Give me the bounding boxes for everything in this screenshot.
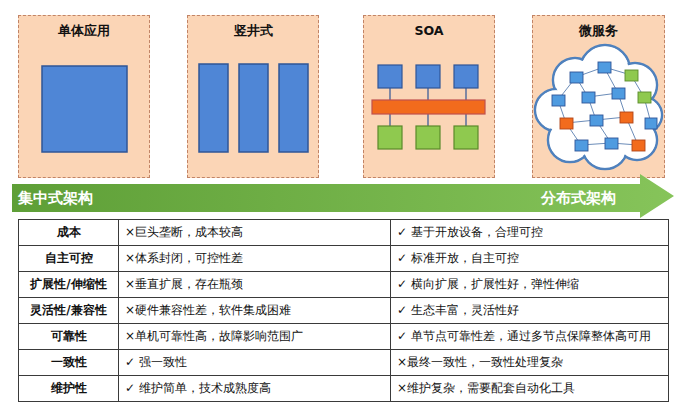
row-header: 维护性 (51, 381, 87, 395)
row-header: 成本 (57, 225, 81, 239)
table-cell: ✓ 单节点可靠性差，通过多节点保障整体高可用 (391, 324, 669, 350)
table-cell: ×垂直扩展，存在瓶颈 (119, 272, 391, 298)
panel-title: 竖井式 (188, 23, 318, 40)
row-header: 自主可控 (45, 251, 93, 265)
table-row: 维护性 ✓ 维护简单，技术成熟度高 ×维护复杂，需要配套自动化工具 (19, 376, 669, 402)
table-row: 扩展性/伸缩性 ×垂直扩展，存在瓶颈 ✓ 横向扩展，扩展性好，弹性伸缩 (19, 272, 669, 298)
arrow-label: 分布式架构 (541, 189, 616, 208)
table-cell: ×硬件兼容性差，软件集成困难 (119, 298, 391, 324)
architecture-panel: SOA (363, 15, 495, 178)
table-row: 成本 ×巨头垄断，成本较高 ✓ 基于开放设备，合理可控 (19, 220, 669, 246)
row-header-cell: 一致性 (19, 350, 119, 376)
cell-text: ×维护复杂，需要配套自动化工具 (397, 381, 575, 395)
row-header-cell: 自主可控 (19, 246, 119, 272)
table-cell: ×体系封闭，可控性差 (119, 246, 391, 272)
table-cell: ✓ 强一致性 (119, 350, 391, 376)
table-row: 可靠性 ×单机可靠性高，故障影响范围广 ✓ 单节点可靠性差，通过多节点保障整体高可用 (19, 324, 669, 350)
panel-title: SOA (364, 23, 494, 38)
table-cell: ×巨头垄断，成本较高 (119, 220, 391, 246)
arrow-texts: 集中式架构 分布式架构 (12, 184, 674, 212)
table-cell: ×单机可靠性高，故障影响范围广 (119, 324, 391, 350)
table-cell: ✓ 基于开放设备，合理可控 (391, 220, 669, 246)
row-header-cell: 可靠性 (19, 324, 119, 350)
cell-text: ✓ 基于开放设备，合理可控 (397, 225, 543, 239)
row-header: 可靠性 (51, 329, 87, 343)
row-header-cell: 灵活性/兼容性 (19, 298, 119, 324)
cell-text: ×巨头垄断，成本较高 (125, 225, 243, 239)
cell-text: ×硬件兼容性差，软件集成困难 (125, 303, 291, 317)
cell-text: ×单机可靠性高，故障影响范围广 (125, 329, 303, 343)
panel-title: 微服务 (533, 23, 664, 40)
cell-text: ✓ 强一致性 (125, 355, 187, 369)
table-cell: ✓ 横向扩展，扩展性好，弹性伸缩 (391, 272, 669, 298)
table-cell: ✓ 维护简单，技术成熟度高 (119, 376, 391, 402)
row-header-cell: 扩展性/伸缩性 (19, 272, 119, 298)
cell-text: ✓ 维护简单，技术成熟度高 (125, 381, 271, 395)
row-header-cell: 维护性 (19, 376, 119, 402)
table-row: 灵活性/兼容性 ×硬件兼容性差，软件集成困难 ✓ 生态丰富，灵活性好 (19, 298, 669, 324)
cell-text: ×最终一致性，一致性处理复杂 (397, 355, 563, 369)
cell-text: ×垂直扩展，存在瓶颈 (125, 277, 243, 291)
cell-text: ✓ 标准开放，自主可控 (397, 251, 519, 265)
architecture-panel: 微服务 (532, 15, 665, 178)
table-cell: ✓ 标准开放，自主可控 (391, 246, 669, 272)
table-cell: ×维护复杂，需要配套自动化工具 (391, 376, 669, 402)
cell-text: ✓ 单节点可靠性差，通过多节点保障整体高可用 (397, 329, 651, 343)
cell-text: ×体系封闭，可控性差 (125, 251, 243, 265)
architecture-panel: 单体应用 (18, 15, 150, 178)
table-cell: ×最终一致性，一致性处理复杂 (391, 350, 669, 376)
table-row: 一致性 ✓ 强一致性 ×最终一致性，一致性处理复杂 (19, 350, 669, 376)
trend-arrow: 集中式架构 分布式架构 (12, 174, 674, 218)
panel-title: 单体应用 (19, 23, 149, 40)
cell-text: ✓ 生态丰富，灵活性好 (397, 303, 519, 317)
comparison-table: 成本 ×巨头垄断，成本较高 ✓ 基于开放设备，合理可控自主可控 ×体系封闭，可控性差 ✓… (18, 219, 669, 402)
architecture-panel: 竖井式 (187, 15, 319, 178)
table-row: 自主可控 ×体系封闭，可控性差 ✓ 标准开放，自主可控 (19, 246, 669, 272)
table-cell: ✓ 生态丰富，灵活性好 (391, 298, 669, 324)
row-header: 一致性 (51, 355, 87, 369)
row-header: 灵活性/兼容性 (30, 303, 106, 317)
cell-text: ✓ 横向扩展，扩展性好，弹性伸缩 (397, 277, 579, 291)
row-header-cell: 成本 (19, 220, 119, 246)
row-header: 扩展性/伸缩性 (30, 277, 106, 291)
arrow-label: 集中式架构 (18, 189, 93, 208)
